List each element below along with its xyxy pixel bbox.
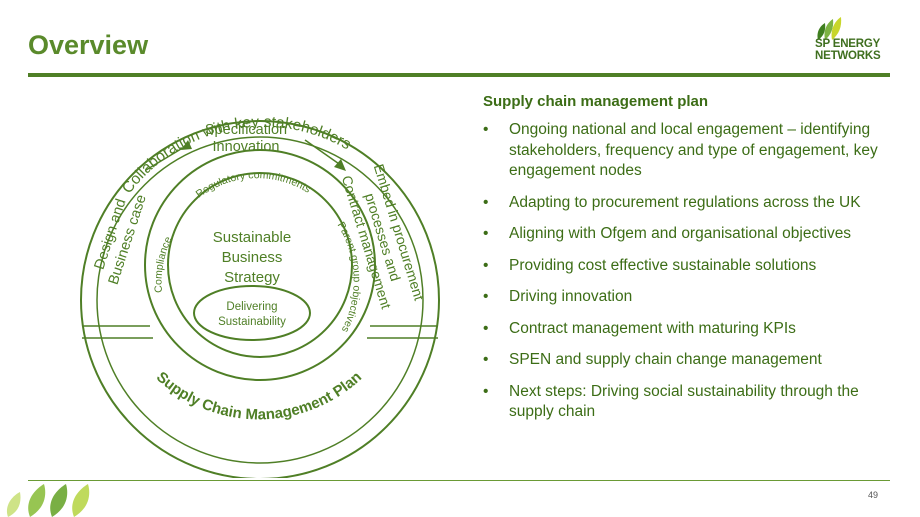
core-ring [167,172,353,358]
list-item: • Adapting to procurement regulations acr… [483,193,893,214]
leaf-decoration-icon [6,484,90,517]
core-ellipse-text-2: Sustainability [218,316,286,328]
core-text-3: Strategy [224,269,280,286]
core-text-2: Business [222,249,283,266]
bullet-icon: • [483,319,489,337]
bullet-icon: • [483,288,489,305]
bullet-text: Ongoing national and local engagement – … [509,121,878,179]
top-center-text-1: Specification [205,122,287,138]
outer-ring [80,120,440,478]
list-item: • Next steps: Driving social sustainabili… [483,382,893,423]
inner-arc-top-text: Regulatory commitments [194,169,313,200]
list-item: • Ongoing national and local engagement –… [483,120,893,182]
list-item: • Driving innovation [483,287,893,308]
bullet-text: Driving innovation [509,288,633,305]
outer-arc-bottom-text: Supply Chain Management Plan [153,368,365,423]
arrow-top-to-right [304,139,346,171]
bullet-text: Adapting to procurement regulations acro… [509,193,861,211]
bullet-icon: • [483,193,489,211]
page-number: 49 [868,490,879,500]
list-item: • SPEN and supply chain change management [483,350,893,371]
bullet-icon: • [483,121,489,138]
bullet-text: Contract management with maturing KPIs [509,319,796,337]
bullet-text: Next steps: Driving social sustainabilit… [509,382,859,421]
arrow-left-to-top [145,140,192,171]
bullet-icon: • [483,256,489,274]
bullet-text: SPEN and supply chain change management [509,351,822,368]
bullet-list: • Ongoing national and local engagement –… [483,120,893,423]
bullet-icon: • [483,225,489,242]
sp-energy-networks-logo [817,17,842,40]
bullet-icon: • [483,351,489,368]
core-ellipse [193,285,311,341]
second-ring [96,136,424,464]
list-item: • Contract management with maturing KPIs [483,319,893,340]
logo-line-2: NETWORKS [815,50,881,62]
logo-leaf-icon [817,17,842,40]
core-text-1: Sustainable [213,229,291,246]
bullet-text: Providing cost effective sustainable sol… [509,256,817,274]
bullet-icon: • [483,382,489,400]
supply-chain-diagram: Collaboration with key stakeholders Supp… [80,114,440,478]
panel-heading: Supply chain management plan [483,93,709,110]
logo-text: SP ENERGY NETWORKS [815,38,895,62]
list-item: • Aligning with Ofgem and organisational … [483,224,893,245]
inner-ring [144,149,376,381]
core-ellipse-text-1: Delivering [226,301,277,313]
plan-panel: Supply chain management plan • Ongoing na… [483,93,893,434]
header-divider [28,73,890,77]
top-center-text-2: Innovation [213,139,280,155]
inner-arc-left-text: Compliance [153,235,175,293]
slide-title: Overview [28,30,149,60]
list-item: • Providing cost effective sustainable so… [483,256,893,277]
bullet-text: Aligning with Ofgem and organisational o… [509,225,852,242]
footer-divider [28,480,890,481]
logo-line-1: SP ENERGY [815,38,881,50]
